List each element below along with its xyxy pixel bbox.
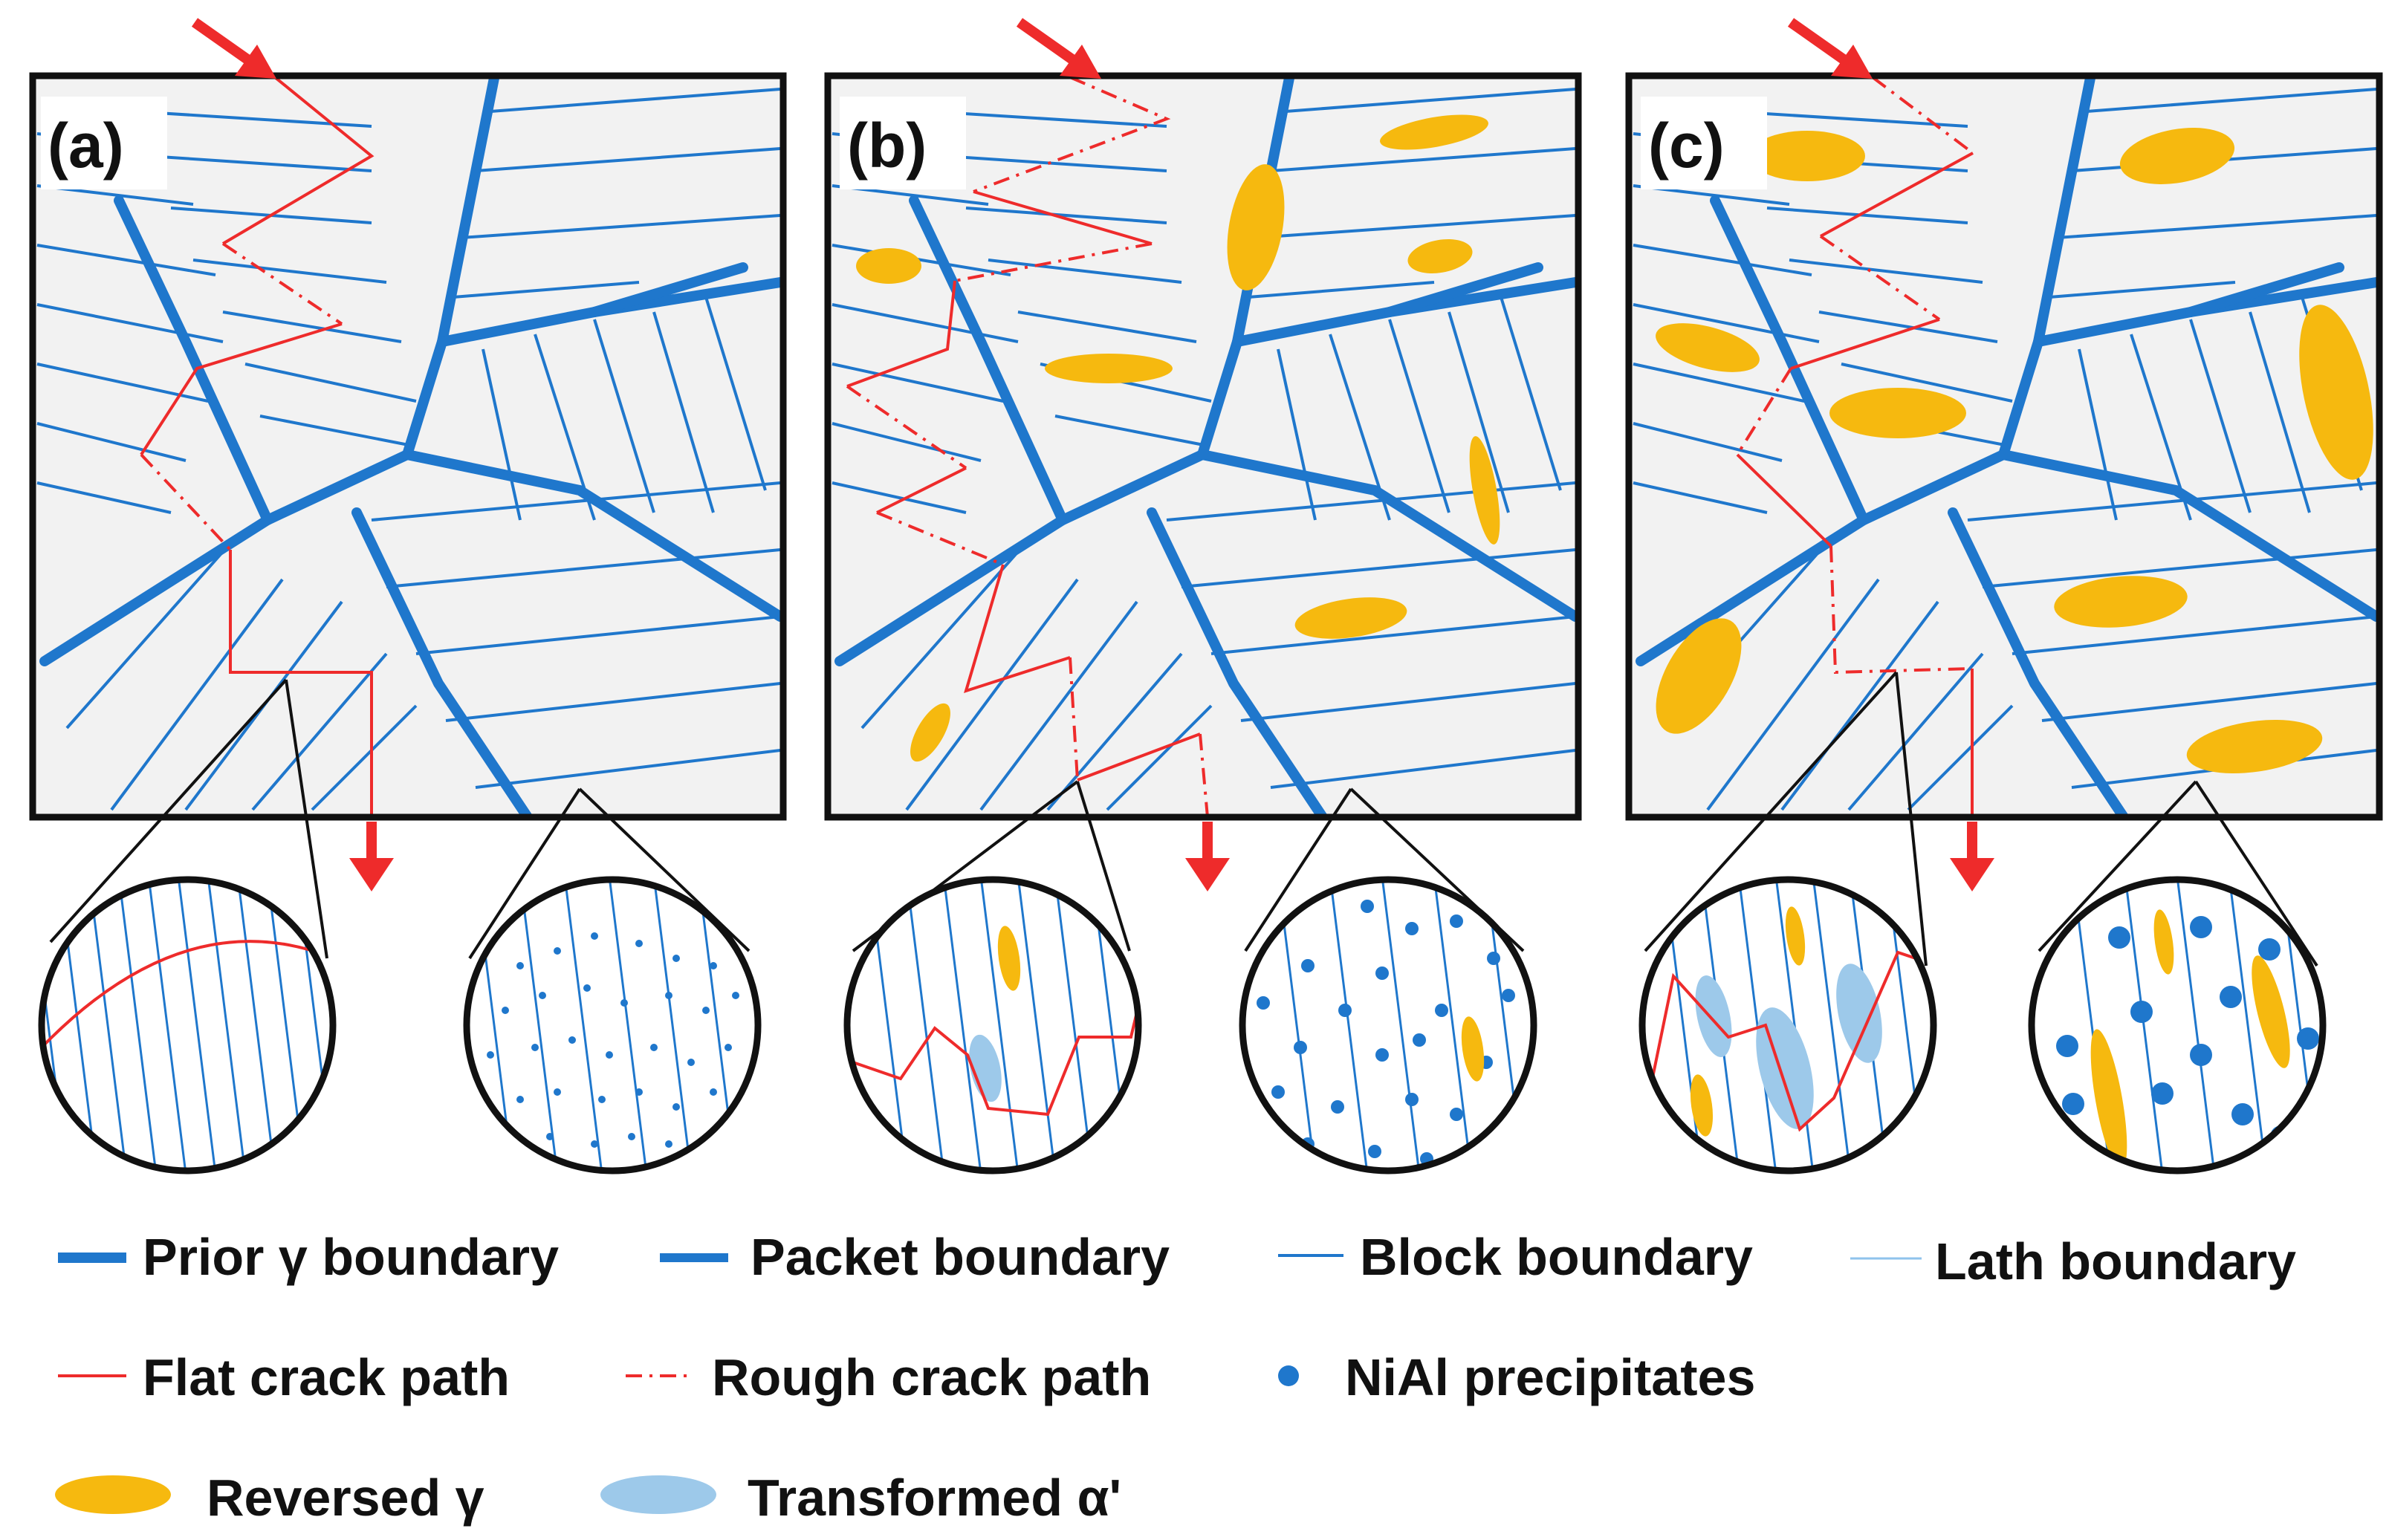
panel-a-label-bg xyxy=(41,97,167,189)
panel-b-label-bg xyxy=(840,97,966,189)
zoom-a-flat-crack xyxy=(38,876,337,1175)
zoom-c-crack xyxy=(1638,876,1937,1175)
legend-label-flat-crack: Flat crack path xyxy=(143,1348,510,1406)
reversed-gamma-grains xyxy=(1656,128,2373,774)
panel-c: (c) xyxy=(1625,18,2383,891)
rough-crack xyxy=(1648,950,1933,1132)
panel-c-label: (c) xyxy=(1648,111,1725,181)
panel-b-label: (b) xyxy=(847,111,927,181)
panel-a: (a) xyxy=(29,18,787,891)
panel-a-exit-arrowhead xyxy=(349,858,394,891)
reversed-gamma xyxy=(997,926,1021,991)
panel-a-microstructure xyxy=(36,79,780,814)
panel-a-frame xyxy=(29,72,787,821)
legend-label-nial: NiAl precipitates xyxy=(1345,1348,1755,1406)
flat-crack xyxy=(846,190,1201,782)
lath-lines xyxy=(2072,880,2320,1171)
panel-c-entry-arrowhead xyxy=(1831,45,1873,79)
panel-a-label: (a) xyxy=(48,111,124,181)
flat-crack xyxy=(1736,152,1974,814)
reversed-gamma xyxy=(1461,1016,1485,1082)
lath-lines xyxy=(42,880,333,1171)
flat-crack xyxy=(42,940,333,1049)
nial-dots xyxy=(487,932,739,1148)
rough-crack xyxy=(1736,79,1974,675)
zoom-b-nial-precipitates xyxy=(1239,876,1537,1175)
legend-swatch-reversed-gamma xyxy=(55,1475,171,1514)
lath-lines xyxy=(474,880,737,1171)
rough-crack xyxy=(140,242,343,551)
lath-lines xyxy=(868,880,1131,1171)
flat-crack xyxy=(140,79,375,814)
panel-a-entry-arrowhead xyxy=(235,45,276,79)
panel-b-exit-arrowhead xyxy=(1185,858,1230,891)
nial-dots xyxy=(1257,900,1515,1166)
transformed-alpha xyxy=(969,1034,1002,1102)
panel-c-frame xyxy=(1625,72,2383,821)
rough-crack xyxy=(846,79,1209,814)
legend: Prior γ boundary Packet boundary Block b… xyxy=(55,1228,2296,1527)
packet-boundaries xyxy=(39,79,780,814)
panel-b-frame xyxy=(824,72,1582,821)
legend-label-packet: Packet boundary xyxy=(751,1228,1170,1286)
legend-label-rough-crack: Rough crack path xyxy=(712,1348,1151,1406)
zoom-a-nial-precipitates xyxy=(463,876,762,1175)
legend-swatch-nial xyxy=(1278,1365,1299,1386)
legend-label-reversed-gamma: Reversed γ xyxy=(207,1469,484,1527)
panel-b: (b) xyxy=(824,18,1582,891)
zoom-b-crack xyxy=(843,876,1142,1175)
reversed-gamma-grains xyxy=(1690,906,1806,1137)
lath-lines xyxy=(1277,880,1525,1171)
reversed-gamma-grains xyxy=(2090,909,2290,1170)
panel-c-exit-arrowhead xyxy=(1950,858,1994,891)
panel-c-label-bg xyxy=(1641,97,1767,189)
legend-label-lath: Lath boundary xyxy=(1935,1232,2296,1290)
packet-boundaries xyxy=(1636,79,2376,814)
panel-b-entry-arrowhead xyxy=(1060,45,1101,79)
legend-label-transformed-alpha: Transformed α' xyxy=(748,1469,1121,1527)
zoom-c-nial-precipitates xyxy=(2028,876,2327,1175)
panel-c-microstructure xyxy=(1633,79,2376,814)
block-boundaries xyxy=(36,88,780,811)
legend-label-prior-gamma: Prior γ boundary xyxy=(143,1228,559,1286)
packet-boundaries xyxy=(834,79,1575,814)
rough-crack xyxy=(852,980,1138,1117)
block-boundaries xyxy=(832,88,1575,811)
panel-b-microstructure xyxy=(832,79,1575,814)
legend-swatch-transformed-alpha xyxy=(600,1475,716,1514)
legend-label-block: Block boundary xyxy=(1360,1228,1753,1286)
reversed-gamma-grains xyxy=(856,114,1500,762)
